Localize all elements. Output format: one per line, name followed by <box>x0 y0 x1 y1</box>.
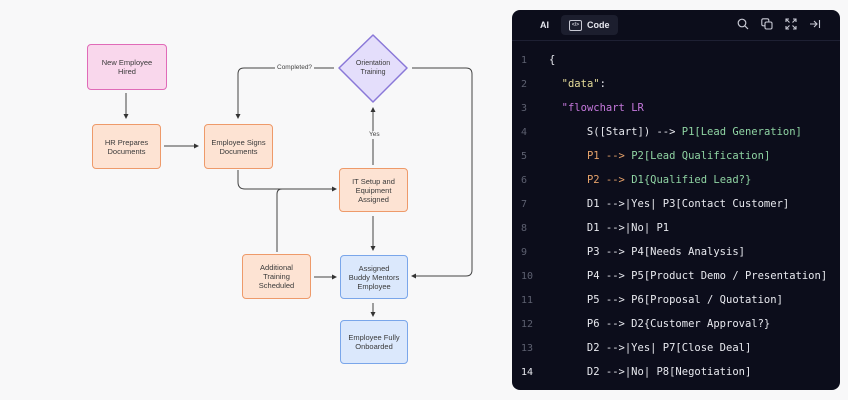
line-number: 6 <box>521 174 528 186</box>
collapse-panel-icon[interactable] <box>808 17 822 31</box>
code-token: D1{Qualified Lead?} <box>631 174 752 186</box>
code-line: 4 S([Start]) --> P1[Lead Generation] <box>512 120 840 144</box>
code-token: D1 -->|No| P1 <box>549 222 670 234</box>
line-number: 14 <box>521 366 534 378</box>
code-line: 7 D1 -->|Yes| P3[Contact Customer] <box>512 192 840 216</box>
code-token: P2[Lead Qualification] <box>631 150 771 162</box>
line-number: 9 <box>521 246 528 258</box>
code-line: 11 P5 --> P6[Proposal / Quotation] <box>512 288 840 312</box>
node-employee-signs-documents[interactable]: Employee Signs Documents <box>204 124 273 169</box>
code-line: 6 P2 --> D1{Qualified Lead?} <box>512 168 840 192</box>
code-token: : <box>599 78 606 90</box>
tab-ai-label: AI <box>540 20 549 30</box>
line-number: 1 <box>521 54 528 66</box>
code-line: 1{ <box>512 48 840 72</box>
line-number: 8 <box>521 222 528 234</box>
line-number: 13 <box>521 342 534 354</box>
code-token: "flowchart LR <box>561 102 644 114</box>
code-token: P6 --> D2{Customer Approval?} <box>549 318 771 330</box>
code-token: P5 --> P6[Proposal / Quotation] <box>549 294 783 306</box>
code-token: P3 --> P4[Needs Analysis] <box>549 246 745 258</box>
node-additional-training[interactable]: Additional Training Scheduled <box>242 254 311 299</box>
copy-icon[interactable] <box>760 17 774 31</box>
code-token: D1 -->|Yes| P3[Contact Customer] <box>549 198 790 210</box>
flowchart-edges <box>123 34 473 317</box>
edge-orientation-to-buddy <box>411 67 473 279</box>
code-line: 9 P3 --> P4[Needs Analysis] <box>512 240 840 264</box>
orientation-diamond <box>338 34 408 103</box>
tab-ai[interactable]: AI <box>532 15 557 35</box>
code-line: 13 D2 -->|Yes| P7[Close Deal] <box>512 336 840 360</box>
code-line: 10 P4 --> P5[Product Demo / Presentation… <box>512 264 840 288</box>
node-assigned-buddy[interactable]: Assigned Buddy Mentors Employee <box>340 255 408 299</box>
code-line: 5 P1 --> P2[Lead Qualification] <box>512 144 840 168</box>
line-number: 11 <box>521 294 534 306</box>
line-number: 7 <box>521 198 528 210</box>
expand-icon[interactable] <box>784 17 798 31</box>
panel-toolbar <box>736 17 822 31</box>
node-employee-fully-onboarded[interactable]: Employee Fully Onboarded <box>340 320 408 364</box>
code-token: P2 --> <box>586 174 632 186</box>
line-number: 4 <box>521 126 528 138</box>
code-token: { <box>549 54 556 66</box>
tab-code-label: Code <box>587 20 610 30</box>
line-number: 12 <box>521 318 534 330</box>
code-token: D2 -->|No| P8[Negotiation] <box>549 366 752 378</box>
edge-orientation-to-signs <box>235 67 334 119</box>
code-token <box>549 102 562 114</box>
tab-code[interactable]: </> Code <box>561 15 618 35</box>
code-token: D2 -->|Yes| P7[Close Deal] <box>549 342 752 354</box>
code-token: "data" <box>561 78 600 90</box>
code-token: P1 --> <box>586 150 632 162</box>
edge-label-completed: Completed? <box>275 64 315 72</box>
code-token: P1[Lead Generation] <box>681 126 802 138</box>
code-line: 12 P6 --> D2{Customer Approval?} <box>512 312 840 336</box>
code-line: 2 "data": <box>512 72 840 96</box>
code-line: 8 D1 -->|No| P1 <box>512 216 840 240</box>
code-token <box>549 174 587 186</box>
line-number: 3 <box>521 102 528 114</box>
line-number: 10 <box>521 270 534 282</box>
flowchart-canvas: New Employee Hired HR Prepares Documents… <box>87 34 473 364</box>
panel-header: AI </> Code <box>512 10 840 41</box>
code-line: 3 "flowchart LR <box>512 96 840 120</box>
line-number: 5 <box>521 150 528 162</box>
search-icon[interactable] <box>736 17 750 31</box>
node-hr-prepares-documents[interactable]: HR Prepares Documents <box>92 124 161 169</box>
node-it-setup[interactable]: IT Setup and Equipment Assigned <box>339 168 408 212</box>
edge-signs-to-it <box>237 170 337 192</box>
node-orientation-training[interactable]: Orientation Training <box>355 60 391 76</box>
code-token <box>549 78 562 90</box>
line-number: 2 <box>521 78 528 90</box>
code-token: S([Start]) --> <box>549 126 682 138</box>
code-token: P4 --> P5[Product Demo / Presentation] <box>549 270 828 282</box>
code-token <box>549 150 587 162</box>
node-new-employee-hired[interactable]: New Employee Hired <box>87 44 167 90</box>
code-line: 14 D2 -->|No| P8[Negotiation] <box>512 360 840 384</box>
code-icon: </> <box>569 19 582 31</box>
edge-training-to-it <box>276 188 283 252</box>
edge-label-yes: Yes <box>367 131 382 139</box>
